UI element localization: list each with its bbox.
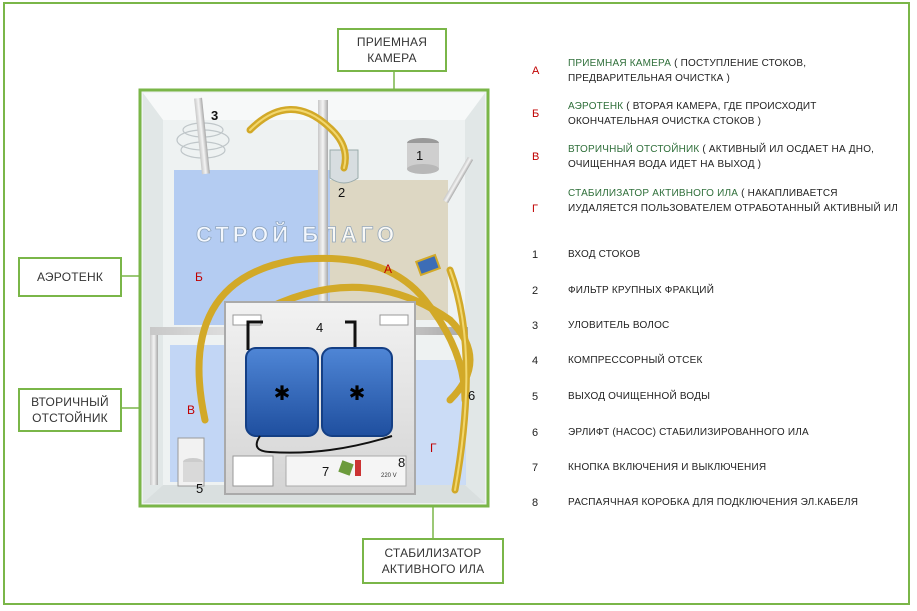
legend-text-7: КНОПКА ВКЛЮЧЕНИЯ И ВЫКЛЮЧЕНИЯ [568, 462, 767, 473]
legend-text-4: КОМПРЕССОРНЫЙ ОТСЕК [568, 355, 703, 366]
priemnaya-water [330, 180, 448, 320]
watermark: СТРОЙ БЛАГО [196, 222, 398, 247]
legend-text-g: СТАБИЛИЗАТОР АКТИВНОГО ИЛА ( НАКАПЛИВАЕТ… [568, 188, 899, 214]
callout-otstoynik: ВТОРИЧНЫЙ ОТСТОЙНИК [18, 388, 122, 432]
legend-key-3: 3 [532, 320, 539, 332]
legend-key-1: 1 [532, 249, 539, 261]
legend-key-2: 2 [532, 285, 539, 297]
legend-key-4: 4 [532, 355, 539, 367]
compressor-right [321, 347, 393, 437]
legend-text-2: ФИЛЬТР КРУПНЫХ ФРАКЦИЙ [568, 285, 715, 296]
legend-key-6: 6 [532, 427, 539, 439]
num-8: 8 [398, 455, 405, 470]
legend-key-7: 7 [532, 462, 539, 474]
legend-text-3: УЛОВИТЕЛЬ ВОЛОС [568, 320, 670, 331]
num-3: 3 [211, 108, 218, 123]
legend-key-8: 8 [532, 497, 539, 509]
legend-text-b: АЭРОТЕНК ( ВТОРАЯ КАМЕРА, ГДЕ ПРОИСХОДИТ… [568, 101, 817, 127]
label-g: Г [430, 441, 437, 455]
label-b: Б [195, 270, 203, 284]
power-button [338, 460, 354, 476]
legend-key-b: Б [532, 108, 540, 120]
svg-text:✱: ✱ [349, 383, 366, 405]
callout-priemnaya: ПРИЕМНАЯ КАМЕРА [337, 28, 447, 72]
legend-key-g: Г [532, 203, 538, 215]
legend-text-6: ЭРЛИФТ (НАСОС) СТАБИЛИЗИРОВАННОГО ИЛА [568, 427, 809, 438]
legend-text-v: ВТОРИЧНЫЙ ОТСТОЙНИК ( АКТИВНЫЙ ИЛ ОСДАЕТ… [568, 144, 875, 170]
num-7: 7 [322, 464, 329, 479]
label-a: А [384, 262, 392, 276]
legend-text-8: РАСПАЯЧНАЯ КОРОБКА ДЛЯ ПОДКЛЮЧЕНИЯ ЭЛ.КА… [568, 497, 859, 508]
legend-key-v: В [532, 151, 540, 163]
outer-frame [3, 2, 910, 605]
num-1: 1 [416, 148, 423, 163]
label-v: В [187, 403, 195, 417]
aerotenk-water [174, 170, 330, 325]
callout-aerotenk: АЭРОТЕНК [18, 257, 122, 297]
compressor-left [245, 347, 319, 437]
voltage-label: 220 V [381, 473, 397, 479]
legend-key-a: А [532, 65, 540, 77]
num-5: 5 [196, 481, 203, 496]
svg-text:✱: ✱ [274, 383, 291, 405]
callout-stabilizator: СТАБИЛИЗАТОР АКТИВНОГО ИЛА [362, 538, 504, 584]
central-pipe [318, 100, 328, 305]
num-6: 6 [468, 388, 475, 403]
num-4: 4 [316, 320, 323, 335]
num-2: 2 [338, 185, 345, 200]
legend-text-5: ВЫХОД ОЧИЩЕННОЙ ВОДЫ [568, 391, 711, 402]
legend-key-5: 5 [532, 391, 539, 403]
legend-text-1: ВХОД СТОКОВ [568, 249, 641, 260]
legend-text-a: ПРИЕМНАЯ КАМЕРА ( ПОСТУПЛЕНИЕ СТОКОВ, ПР… [568, 58, 807, 84]
